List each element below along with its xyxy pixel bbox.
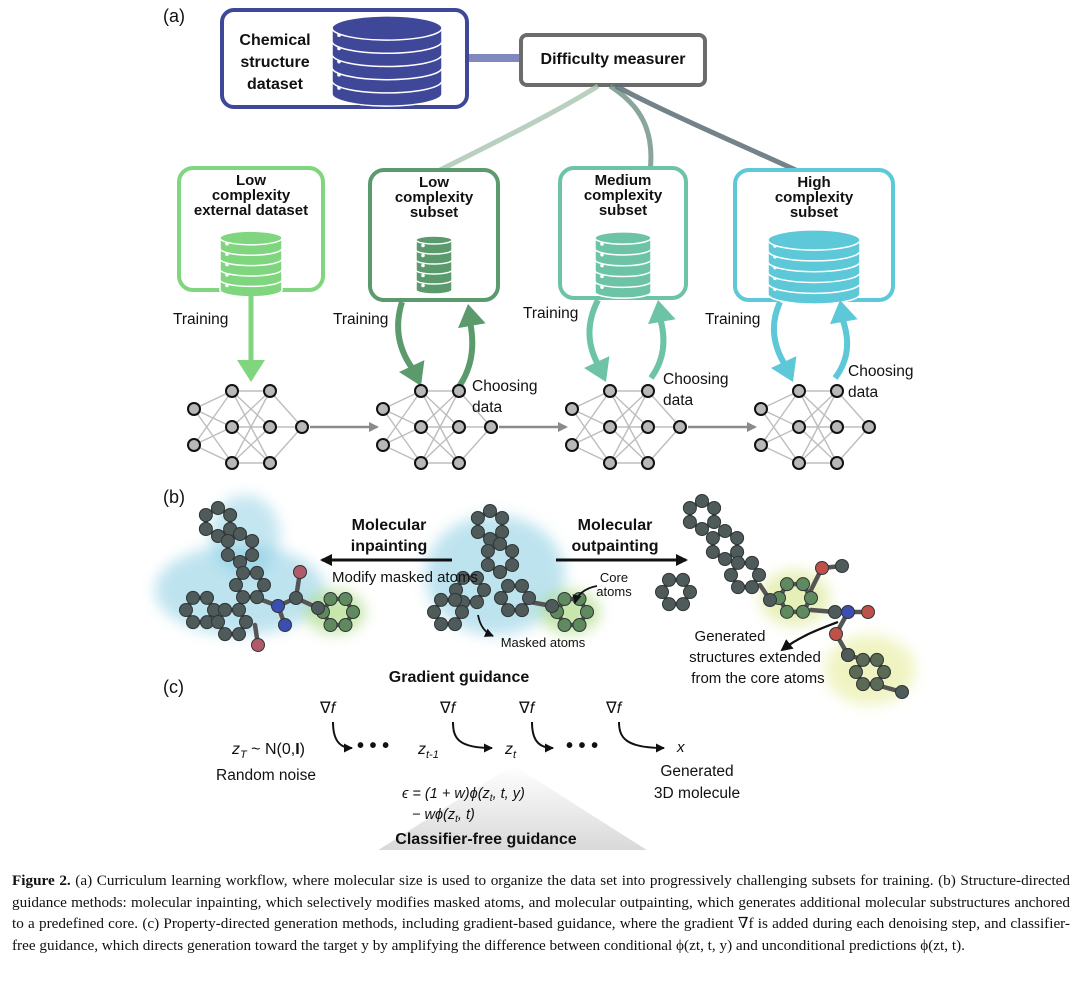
core-atoms-label: Core atoms (596, 570, 632, 599)
x-output: x (676, 739, 685, 756)
grad-label-4: ∇f (605, 700, 623, 717)
neural-net-1 (376, 384, 498, 470)
training-loop-3 (770, 300, 858, 382)
subset-label-0-1: complexity (212, 187, 291, 204)
figure-caption: Figure 2. (a) Curriculum learning workfl… (12, 870, 1070, 956)
molecule-outpainted (655, 494, 909, 699)
svg-text:Chemical: Chemical (239, 32, 310, 49)
measurer-to-medium-subset (608, 83, 654, 173)
random-noise-label: Random noise (216, 767, 316, 784)
caption-text: (a) Curriculum learning workflow, where … (12, 872, 1070, 954)
svg-text:structures extended: structures extended (689, 649, 821, 666)
svg-text:from the core atoms: from the core atoms (691, 670, 824, 687)
svg-text:structure: structure (240, 54, 309, 71)
subset-label-2-1: complexity (584, 187, 663, 204)
generated-3d-label: Generated 3D molecule (654, 763, 740, 802)
choosing-data-label-2-1: data (848, 384, 879, 401)
subset-label-2-0: Medium (595, 172, 652, 189)
svg-text:Generated: Generated (660, 763, 733, 780)
masked-atoms-pointer (477, 614, 494, 637)
svg-text:inpainting: inpainting (351, 538, 427, 555)
difficulty-measurer-label: Difficulty measurer (541, 51, 686, 68)
svg-text:dataset: dataset (247, 76, 304, 93)
database-icon-subset-1 (415, 235, 453, 295)
neural-net-2 (565, 384, 687, 470)
database-icon-subset-0 (219, 230, 283, 298)
subset-box-1 (368, 168, 500, 302)
svg-text:3D molecule: 3D molecule (654, 785, 740, 802)
subset-label-1-2: subset (410, 204, 458, 221)
training-loop-2 (584, 298, 676, 382)
svg-text:Core: Core (600, 570, 628, 585)
caption-label: Figure 2. (12, 872, 71, 889)
core-atoms-pointer (572, 585, 598, 604)
grad-label-2: ∇f (439, 700, 457, 717)
choosing-data-label-0-0: Choosing (472, 378, 538, 395)
inpainting-label: Molecular inpainting (351, 517, 427, 555)
neural-net-0 (187, 384, 309, 470)
training-arrow-0 (237, 292, 265, 382)
svg-text:Molecular: Molecular (352, 517, 427, 534)
cfg-equation-line1: ϵ = (1 + w)ϕ(zt, t, y) (402, 786, 525, 804)
panel-label-a: (a) (163, 6, 185, 26)
training-label-0: Training (173, 311, 228, 328)
inpainting-sublabel: Modify masked atoms (332, 569, 478, 586)
gradient-guidance-title: Gradient guidance (389, 669, 530, 686)
panel-label-b: (b) (163, 487, 185, 507)
panel-label-c: (c) (163, 677, 184, 697)
dataset-measurer-connector (467, 54, 522, 62)
cfg-title: Classifier-free guidance (395, 831, 577, 848)
gradient-labels: ∇f ∇f ∇f ∇f (319, 700, 623, 717)
generated-structures-label: Generated structures extended from the c… (689, 628, 825, 687)
subset-label-0-0: Low (236, 172, 266, 189)
generated-pointer (780, 620, 839, 652)
z-t: zt (504, 741, 517, 761)
database-icon-subset-2 (594, 231, 652, 299)
database-icon-chemical (331, 15, 443, 107)
gradient-arrows (332, 721, 665, 753)
training-label-2: Training (523, 305, 578, 322)
svg-text:atoms: atoms (596, 584, 632, 599)
measurer-to-high-subset (614, 83, 802, 175)
subset-label-1-1: complexity (395, 189, 474, 206)
molecule-masked-core (427, 504, 594, 632)
chain-dots-2: • • • (566, 735, 598, 757)
outpainting-label: Molecular outpainting (571, 517, 658, 555)
svg-text:outpainting: outpainting (571, 538, 658, 555)
figure-2: (a) Chemical structure dataset Difficult… (155, 6, 915, 850)
subset-label-2-2: subset (599, 202, 647, 219)
choosing-data-label-1-0: Choosing (663, 371, 729, 388)
masked-atoms-label: Masked atoms (501, 635, 586, 650)
molecule-inpainted (179, 501, 360, 652)
cfg-equation-line2: − wϕ(zt, t) (412, 807, 475, 825)
subset-label-3-2: subset (790, 204, 838, 221)
database-icon-chemical-cylinder (331, 15, 443, 107)
training-loop-1 (395, 301, 486, 390)
choosing-data-label-2-0: Choosing (848, 363, 914, 380)
subset-label-0-2: external dataset (194, 202, 308, 219)
choosing-data-label-1-1: data (663, 392, 694, 409)
subset-label-1-0: Low (419, 174, 449, 191)
subset-label-3-0: High (797, 174, 830, 191)
chain-dots-1: • • • (357, 735, 389, 757)
neural-net-3 (754, 384, 876, 470)
grad-label-3: ∇f (518, 700, 536, 717)
cfg-cone (378, 765, 647, 850)
subset-label-3-1: complexity (775, 189, 854, 206)
choosing-data-label-0-1: data (472, 399, 503, 416)
training-label-3: Training (705, 311, 760, 328)
svg-text:Generated: Generated (695, 628, 766, 645)
z-t-minus-1: zt-1 (417, 741, 439, 761)
database-icon-subset-3 (767, 229, 861, 305)
chemical-dataset-label: Chemical structure dataset (239, 32, 310, 93)
measurer-to-low-subset (438, 83, 600, 173)
svg-text:Molecular: Molecular (578, 517, 653, 534)
training-label-1: Training (333, 311, 388, 328)
z-T-noise: zT ~ N(0,I) (231, 741, 305, 761)
grad-label-1: ∇f (319, 700, 337, 717)
